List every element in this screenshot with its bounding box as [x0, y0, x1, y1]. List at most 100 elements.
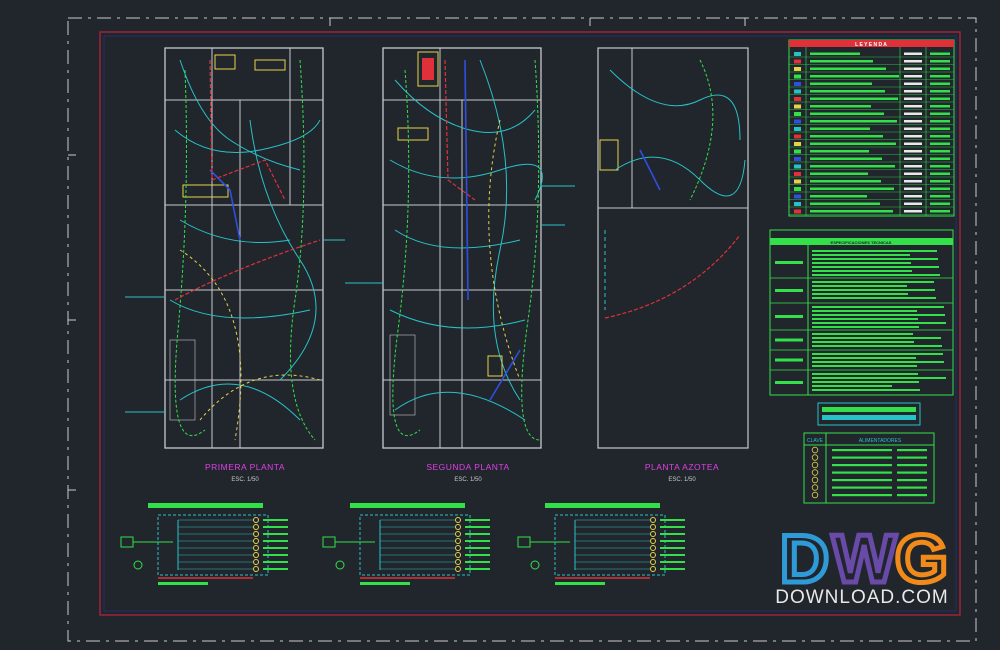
specs-text-line [812, 333, 913, 335]
legend-symbol [794, 209, 801, 214]
specs-text-line [812, 270, 912, 272]
plan-scale-second: ESC. 1/50 [454, 477, 482, 483]
specs-title: ESPECIFICACIONES TECNICAS [831, 240, 892, 245]
legend-symbol [794, 119, 801, 124]
legend-text-line [810, 187, 894, 190]
legend-text-line [810, 82, 872, 85]
diagram-panel-box [359, 514, 471, 576]
diagram-load-label [263, 519, 288, 521]
diagram-meter [517, 536, 531, 548]
legend-symbol [794, 82, 801, 86]
specs-header-bar [770, 238, 953, 245]
wire-circuit [394, 391, 526, 421]
diagram-load-symbol [253, 559, 259, 565]
single-line-diagram [120, 503, 288, 585]
specs-section-label [775, 338, 803, 342]
feeder-text-line [897, 494, 927, 497]
plan-fixture [397, 127, 429, 141]
legend-text-line [810, 75, 899, 78]
wire-circuit-yellow [179, 249, 242, 441]
diagram-load-symbol [253, 517, 259, 523]
legend-symbol [794, 142, 801, 146]
legend-text-line [930, 150, 950, 153]
diagram-load-label [465, 519, 490, 521]
specs-text-line [812, 281, 934, 283]
specifications-table [769, 229, 954, 396]
single-line-diagrams [120, 503, 685, 585]
legend-text-line [904, 52, 922, 55]
plan-fixture [599, 139, 619, 171]
legend-text-line [810, 90, 885, 93]
legend-text-line [904, 105, 922, 108]
wire-circuit [479, 59, 521, 401]
diagram-load-label [263, 547, 288, 549]
legend-text-line [930, 165, 950, 168]
legend-text-line [904, 180, 922, 183]
specs-text-line [812, 314, 945, 316]
plan-fixture [214, 54, 236, 70]
sheet-inner-border [103, 35, 957, 612]
legend-text-line [810, 135, 883, 138]
diagram-load-label [263, 540, 288, 542]
legend-symbol [794, 134, 801, 139]
wire-circuit-green [174, 69, 206, 436]
diagram-load-symbol [455, 538, 461, 544]
diagram-load-symbol [253, 566, 259, 572]
legend-text-line [904, 75, 922, 78]
feeder-key-symbol [811, 454, 819, 461]
diagram-panel-box [554, 514, 666, 576]
specs-text-line [812, 357, 916, 359]
diagram-load-label [465, 533, 490, 535]
legend-symbol [794, 59, 801, 64]
diagram-load-symbol [253, 545, 259, 551]
wire-circuit [179, 383, 301, 421]
diagram-load-symbol [455, 559, 461, 565]
legend-text-line [904, 97, 922, 100]
diagram-meter [322, 536, 336, 548]
wire-circuit-blue [464, 59, 469, 301]
diagram-ground-symbol [530, 560, 540, 570]
legend-text-line [930, 135, 950, 138]
legend-text-line [810, 60, 873, 63]
diagram-load-symbol [650, 531, 656, 537]
legend-text-line [904, 172, 922, 175]
legend-text-line [930, 142, 950, 145]
specs-text-line [812, 345, 942, 347]
legend-text-line [904, 150, 922, 153]
legend-text-line [904, 202, 922, 205]
legend-symbol [794, 67, 801, 71]
diagram-load-label [465, 547, 490, 549]
diagram-load-label [263, 561, 288, 563]
diagram-load-symbol [253, 524, 259, 530]
legend-symbol [794, 104, 801, 109]
feeder-key-symbol [811, 484, 819, 491]
specs-text-line [812, 337, 941, 339]
diagram-caption [158, 582, 208, 585]
specs-text-line [812, 341, 914, 343]
diagram-load-symbol [253, 552, 259, 558]
legend-text-line [930, 82, 950, 85]
logo-letter-w: W [832, 521, 897, 597]
plan-title-first: PRIMERA PLANTA [205, 462, 285, 472]
feeder-key-symbol [811, 469, 819, 476]
legend-text-line [904, 187, 922, 190]
diagram-load-label [660, 568, 685, 570]
legend-text-line [930, 97, 950, 100]
wire-circuit [394, 229, 521, 249]
feeder-text-line [832, 486, 892, 489]
wire-circuit [169, 299, 311, 319]
legend-text-line [930, 202, 950, 205]
legend-text-line [810, 52, 860, 55]
legend-rows [789, 52, 954, 215]
legend-text-line [930, 52, 950, 55]
specs-text-line [812, 310, 917, 312]
specs-text-line [812, 254, 910, 256]
specs-text-line [812, 326, 919, 328]
specs-text-line [812, 262, 911, 264]
legend-text-line [904, 82, 922, 85]
plan-scale-first: ESC. 1/50 [231, 477, 259, 483]
diagram-load-symbol [455, 566, 461, 572]
diagram-load-label [660, 561, 685, 563]
logo-letter-d: D [780, 521, 829, 597]
plan-scale-roof: ESC. 1/50 [668, 477, 696, 483]
